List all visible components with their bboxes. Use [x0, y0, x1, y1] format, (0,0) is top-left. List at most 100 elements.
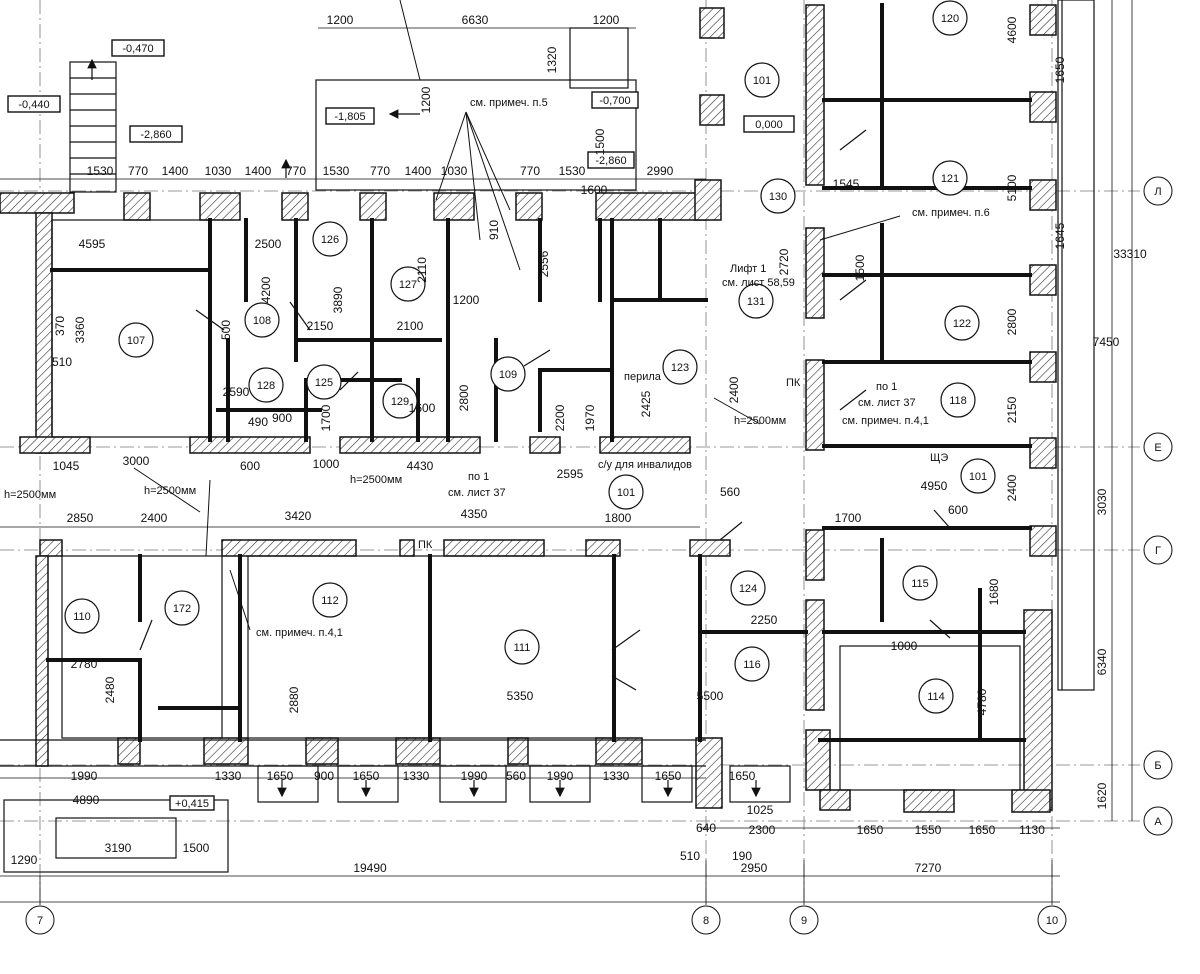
- room-markers: 1011011011071081101111121141151161181201…: [64, 0, 996, 714]
- dimension-value: 560: [506, 769, 526, 783]
- dimension-value: 2595: [557, 467, 584, 481]
- room-110-marker: 110: [64, 598, 100, 634]
- room-circle: [734, 646, 770, 682]
- note-n7: см. лист 37: [858, 397, 916, 409]
- dimension-value: 1650: [353, 769, 380, 783]
- dimension-value: 2590: [223, 385, 250, 399]
- dimension-value: 490: [248, 415, 268, 429]
- dimension-value: 1200: [419, 86, 433, 113]
- dimension-value: 2300: [749, 823, 776, 837]
- room-number: 125: [315, 377, 333, 389]
- level-mark: -0,470: [122, 43, 153, 55]
- dimension-value: 2780: [71, 657, 98, 671]
- door-swings: [139, 129, 951, 691]
- room-circle: [744, 62, 780, 98]
- axis-10-bubble: 10: [1037, 905, 1067, 935]
- dimension-value: 33310: [1113, 247, 1147, 261]
- note-n14: h=2500мм: [144, 485, 196, 497]
- dimension-value: 3890: [331, 286, 345, 313]
- room-116-marker: 116: [734, 646, 770, 682]
- dimension-value: 4600: [1005, 16, 1019, 43]
- room-130-marker: 130: [760, 178, 796, 214]
- dimension-value: 4430: [407, 459, 434, 473]
- note-n2: см. примеч. п.6: [912, 207, 990, 219]
- room-circle: [662, 349, 698, 385]
- note-n11: по 1: [468, 471, 489, 483]
- room-number: 101: [753, 75, 771, 87]
- note-n3: Лифт 1: [730, 263, 766, 275]
- axis-label: Е: [1154, 442, 1161, 454]
- room-111-marker: 111: [504, 629, 540, 665]
- room-124-marker: 124: [730, 570, 766, 606]
- dimension-value: 1545: [833, 177, 860, 191]
- note-n15: h=2500мм: [350, 474, 402, 486]
- level-mark: -2,860: [140, 129, 171, 141]
- room-101a-marker: 101: [744, 62, 780, 98]
- room-125-marker: 125: [306, 364, 342, 400]
- dimension-value: 1045: [53, 459, 80, 473]
- axis-L-bubble: Л: [1143, 176, 1173, 206]
- room-circle: [244, 302, 280, 338]
- dimension-value: 4350: [461, 507, 488, 521]
- dimension-value: 3420: [285, 509, 312, 523]
- dimension-value: 1200: [453, 293, 480, 307]
- axis-circle: [1143, 806, 1173, 836]
- axis-B-bubble: Б: [1143, 750, 1173, 780]
- room-129-marker: 129: [382, 383, 418, 419]
- room-number: 112: [321, 595, 339, 607]
- dimension-value: 4950: [921, 479, 948, 493]
- axis-label: 10: [1046, 915, 1058, 927]
- leader-lines: [133, 0, 901, 631]
- exterior-walls: [0, 4, 1057, 813]
- room-number: 109: [499, 369, 517, 381]
- dimension-value: 1650: [969, 823, 996, 837]
- room-101b-marker: 101: [608, 474, 644, 510]
- dimension-value: 640: [696, 821, 716, 835]
- axis-7-bubble: 7: [25, 905, 55, 935]
- dimension-value: 1650: [729, 769, 756, 783]
- dimension-value: 19490: [353, 861, 387, 875]
- dimension-value: 2500: [255, 237, 282, 251]
- dimension-value: 1500: [593, 128, 607, 155]
- dimension-value: 1970: [583, 404, 597, 431]
- dimension-value: 1000: [313, 457, 340, 471]
- room-circle: [390, 266, 426, 302]
- dimension-value: 1530: [323, 164, 350, 178]
- level-mark: +0,415: [175, 798, 209, 810]
- room-120-marker: 120: [932, 0, 968, 36]
- dimension-value: 1025: [747, 803, 774, 817]
- room-number: 129: [391, 396, 409, 408]
- dimension-value: 1700: [319, 404, 333, 431]
- dimension-value: 1290: [11, 853, 38, 867]
- room-circle: [918, 678, 954, 714]
- axis-circle: [25, 905, 55, 935]
- room-circle: [306, 364, 342, 400]
- dimension-value: 1500: [853, 254, 867, 281]
- room-118-marker: 118: [940, 382, 976, 418]
- room-circle: [504, 629, 540, 665]
- axis-label: Л: [1154, 186, 1161, 198]
- dimension-value: 2250: [751, 613, 778, 627]
- axis-label: 9: [801, 915, 807, 927]
- room-number: 108: [253, 315, 271, 327]
- note-n16: см. примеч. п.4,1: [256, 627, 343, 639]
- room-number: 124: [739, 583, 757, 595]
- dimension-value: 1330: [403, 769, 430, 783]
- dimension-value: 2100: [397, 319, 424, 333]
- axis-9-bubble: 9: [789, 905, 819, 935]
- level-mark: 0,000: [755, 119, 783, 131]
- room-123-marker: 123: [662, 349, 698, 385]
- level-mark: -1,805: [334, 111, 365, 123]
- axis-circle: [789, 905, 819, 935]
- room-circle: [490, 356, 526, 392]
- axis-E-bubble: Е: [1143, 432, 1173, 462]
- dimension-value: 2556: [537, 250, 551, 277]
- dimension-value: 1990: [547, 769, 574, 783]
- room-number: 172: [173, 603, 191, 615]
- room-128-marker: 128: [248, 367, 284, 403]
- dimension-value: 1800: [605, 511, 632, 525]
- axis-label: А: [1154, 816, 1162, 828]
- dimension-value: 2950: [741, 861, 768, 875]
- dimension-value: 2880: [287, 686, 301, 713]
